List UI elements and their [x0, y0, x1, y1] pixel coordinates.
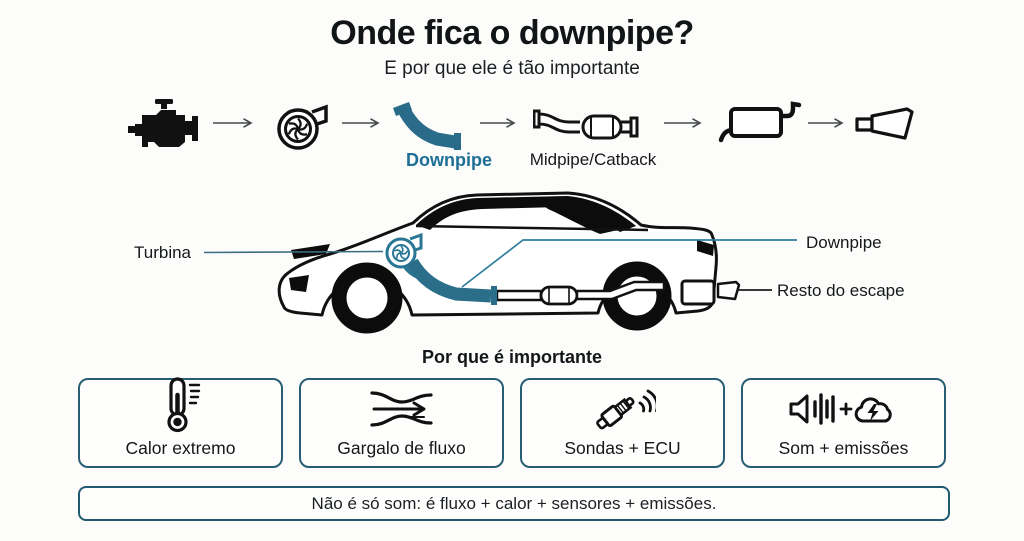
card-label: Calor extremo: [125, 438, 236, 458]
footer-text: Não é só som: é fluxo + calor + sensores…: [311, 493, 717, 513]
front-wheel: [331, 262, 403, 334]
card-calor-extremo: Calor extremo: [78, 377, 283, 468]
page-title: Onde fica o downpipe?: [330, 14, 694, 52]
sound-emissions-icon: [788, 387, 900, 433]
card-label: Som + emissões: [778, 438, 909, 458]
muffler-icon: [713, 99, 803, 149]
arrow-right-icon: [212, 117, 258, 129]
downpipe-icon: [391, 101, 467, 151]
car-label-turbina: Turbina: [134, 243, 192, 262]
card-label: Gargalo de fluxo: [337, 438, 466, 458]
page-subtitle: E por que ele é tão importante: [384, 58, 640, 79]
leader-turbina: [203, 250, 384, 254]
leader-downpipe: [461, 239, 797, 288]
car-diagram: [0, 183, 1024, 345]
card-som-emissoes: Som + emissões: [741, 378, 946, 468]
flow-bottleneck-icon: [369, 387, 435, 433]
car-label-resto: Resto do escape: [777, 281, 905, 300]
arrow-right-icon: [807, 117, 849, 129]
thermometer-icon: [158, 377, 204, 433]
card-label: Sondas + ECU: [564, 438, 681, 458]
exhaust-system: [495, 279, 741, 306]
flow-label-downpipe: Downpipe: [406, 150, 492, 170]
arrow-right-icon: [663, 117, 707, 129]
card-gargalo-de-fluxo: Gargalo de fluxo: [299, 378, 504, 468]
o2-sensor-icon: [590, 387, 656, 433]
why-heading: Por que é importante: [421, 347, 603, 367]
arrow-right-icon: [479, 117, 521, 129]
car-downpipe: [406, 258, 497, 305]
card-sondas-ecu: Sondas + ECU: [520, 378, 725, 468]
footer-banner: Não é só som: é fluxo + calor + sensores…: [78, 486, 950, 521]
flow-label-midpipe: Midpipe/Catback: [529, 150, 657, 169]
car-label-downpipe: Downpipe: [806, 233, 882, 252]
car-intake: [289, 275, 309, 292]
car-taillight: [697, 240, 714, 256]
engine-icon: [128, 99, 202, 149]
arrow-right-icon: [341, 117, 385, 129]
midpipe-icon: [533, 105, 653, 145]
why-cards: Calor extremo Gargalo de fluxo: [78, 377, 946, 468]
exhaust-tip-icon: [855, 106, 919, 142]
turbo-icon: [268, 96, 332, 154]
car-turbo-icon: [385, 232, 423, 279]
